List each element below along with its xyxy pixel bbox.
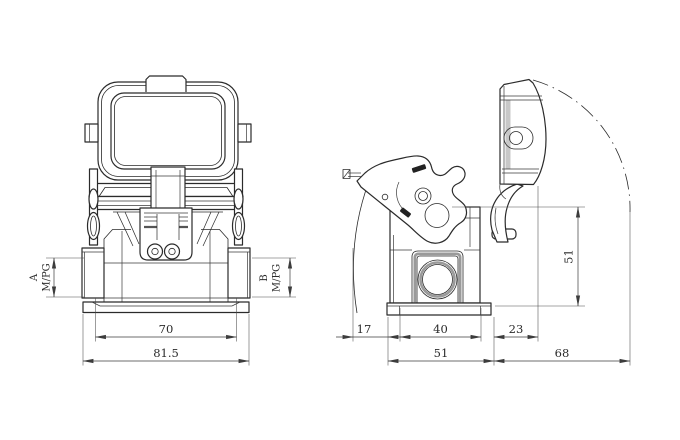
spring-pins [86, 168, 246, 246]
cable-entry-a-boss [81, 247, 105, 299]
base-flange-side [386, 302, 492, 316]
front-view: A M/PG B M/PG 70 81.5 [29, 75, 296, 366]
cover-left-tab [84, 123, 99, 143]
hinge-arm [490, 183, 524, 243]
entry-a-thread-label: M/PG [42, 263, 53, 291]
cable-entry-hole [417, 259, 458, 300]
lever-hole [424, 203, 450, 228]
entry-b-thread-label: M/PG [272, 264, 283, 292]
side-dimensions: 51 17 40 23 51 68 [336, 186, 631, 366]
dim-51-label: 51 [434, 346, 449, 360]
dim-17-label: 17 [357, 322, 372, 336]
front-dimensions: A M/PG B M/PG 70 81.5 [29, 257, 296, 366]
gland-bezel [411, 250, 464, 303]
dim-height-51-label: 51 [562, 249, 576, 264]
latch-frame [113, 207, 223, 261]
cover-front [84, 75, 252, 215]
entry-b-label: B [259, 274, 270, 281]
cover-slab [499, 78, 547, 186]
side-view: 51 17 40 23 51 68 [336, 78, 631, 366]
cover-tongue [150, 166, 186, 215]
cover-open-side [499, 78, 547, 200]
locking-lever [342, 155, 468, 244]
cover-right-tab [237, 123, 252, 143]
dim-23-label: 23 [509, 322, 524, 336]
screw-left [146, 243, 164, 260]
cover-top-tab [145, 75, 187, 92]
cover-latch-slot [503, 126, 534, 150]
housing-base-front [81, 229, 251, 314]
cover-inner-wall [110, 92, 226, 170]
cover-swing-arc [532, 79, 631, 213]
hinge-side [490, 183, 524, 243]
lever-pivot [381, 193, 389, 201]
dim-40-label: 40 [433, 322, 448, 336]
lever-marking-open [400, 207, 411, 218]
dim-70-label: 70 [159, 322, 174, 336]
lever-marking-close [411, 164, 427, 173]
latch-pin [342, 169, 351, 179]
lever-plate [356, 155, 468, 244]
dim-81-5-label: 81.5 [153, 346, 179, 360]
entry-a-label: A [29, 273, 40, 282]
dim-68-label: 68 [555, 346, 570, 360]
cable-entry-b-boss [227, 247, 251, 299]
base-flange-front [82, 301, 250, 314]
screw-right [163, 243, 181, 260]
